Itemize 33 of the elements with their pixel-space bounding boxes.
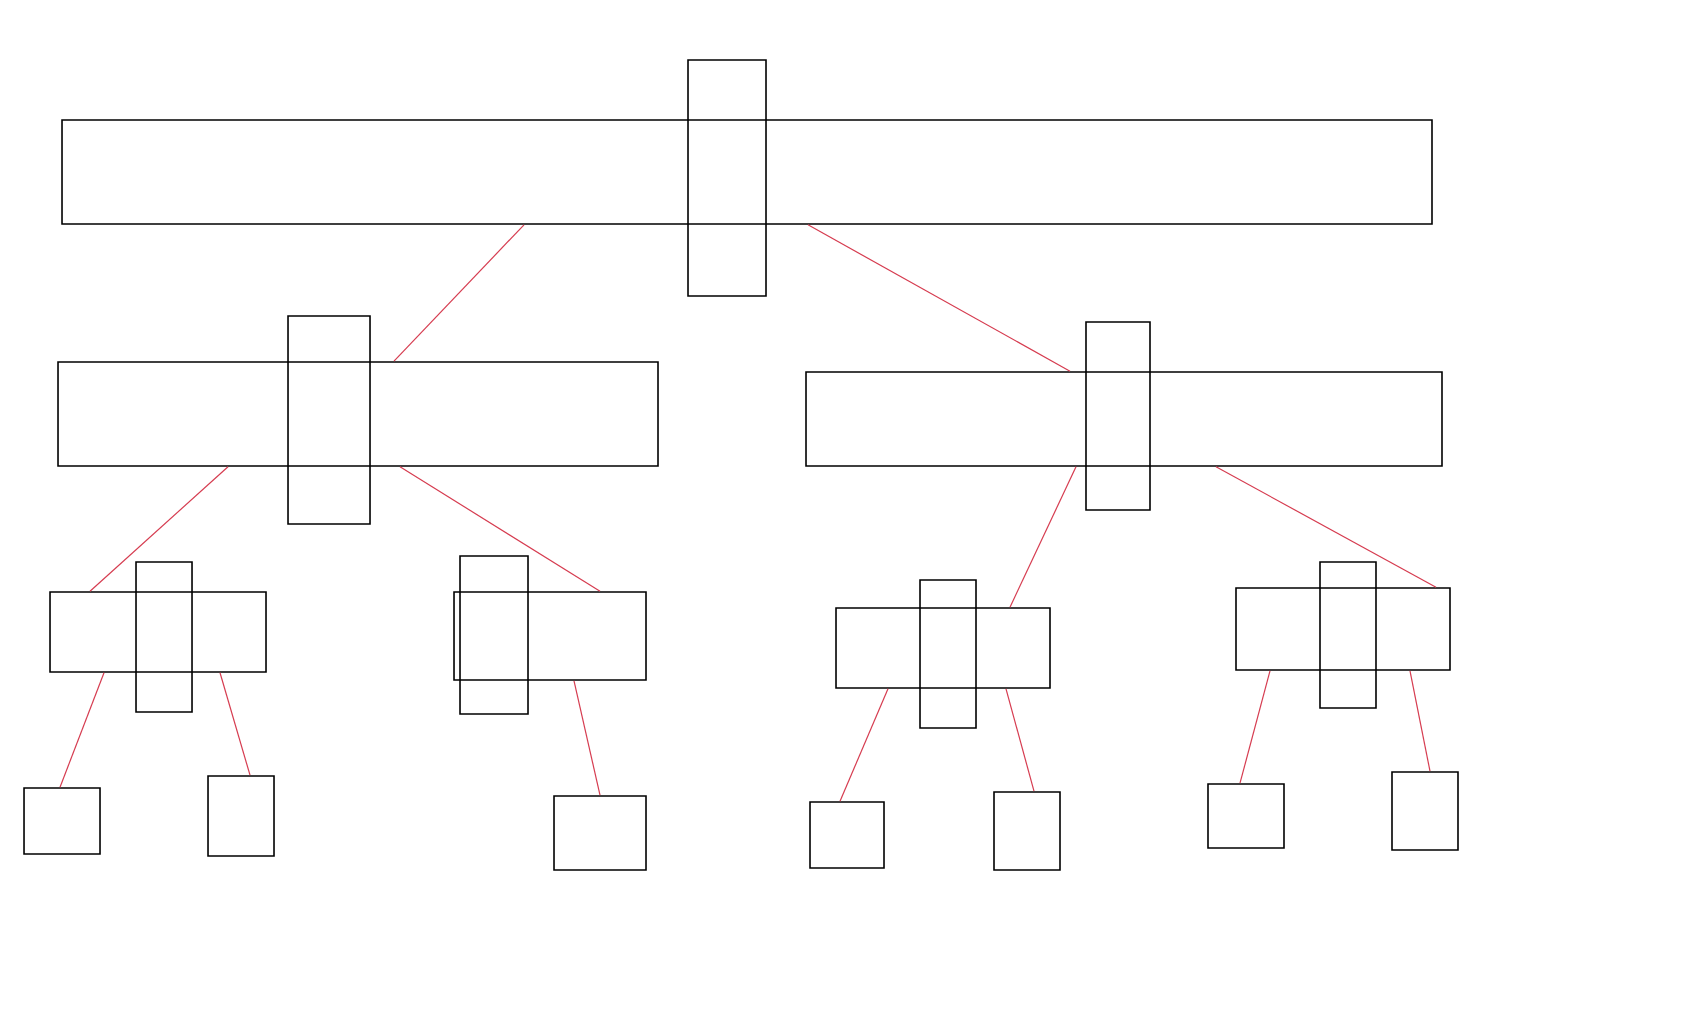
small-box <box>993 791 1061 871</box>
vertical-bar <box>1085 321 1151 511</box>
connector-line <box>1215 466 1437 588</box>
connector-line <box>807 224 1071 372</box>
connector-line <box>1409 670 1431 772</box>
vertical-bar <box>287 315 371 525</box>
vertical-bar <box>687 59 767 297</box>
vertical-bar <box>919 579 977 729</box>
connector-line <box>219 672 251 776</box>
connector-line <box>393 224 525 362</box>
small-box <box>207 775 275 857</box>
small-box <box>809 801 885 869</box>
connector-line <box>89 466 229 592</box>
connector-line <box>1005 688 1035 792</box>
horizontal-bar <box>805 371 1443 467</box>
connector-line <box>399 466 601 592</box>
small-box <box>1391 771 1459 851</box>
connector-line <box>839 688 889 802</box>
vertical-bar <box>1319 561 1377 709</box>
vertical-bar <box>135 561 193 713</box>
horizontal-bar <box>49 591 267 673</box>
horizontal-bar <box>57 361 659 467</box>
connector-line <box>1239 670 1271 784</box>
horizontal-bar <box>835 607 1051 689</box>
vertical-bar <box>459 555 529 715</box>
horizontal-bar <box>61 119 1433 225</box>
horizontal-bar <box>453 591 647 681</box>
horizontal-bar <box>1235 587 1451 671</box>
small-box <box>1207 783 1285 849</box>
connector-line <box>573 680 601 796</box>
connector-line <box>59 672 105 788</box>
small-box <box>23 787 101 855</box>
small-box <box>553 795 647 871</box>
